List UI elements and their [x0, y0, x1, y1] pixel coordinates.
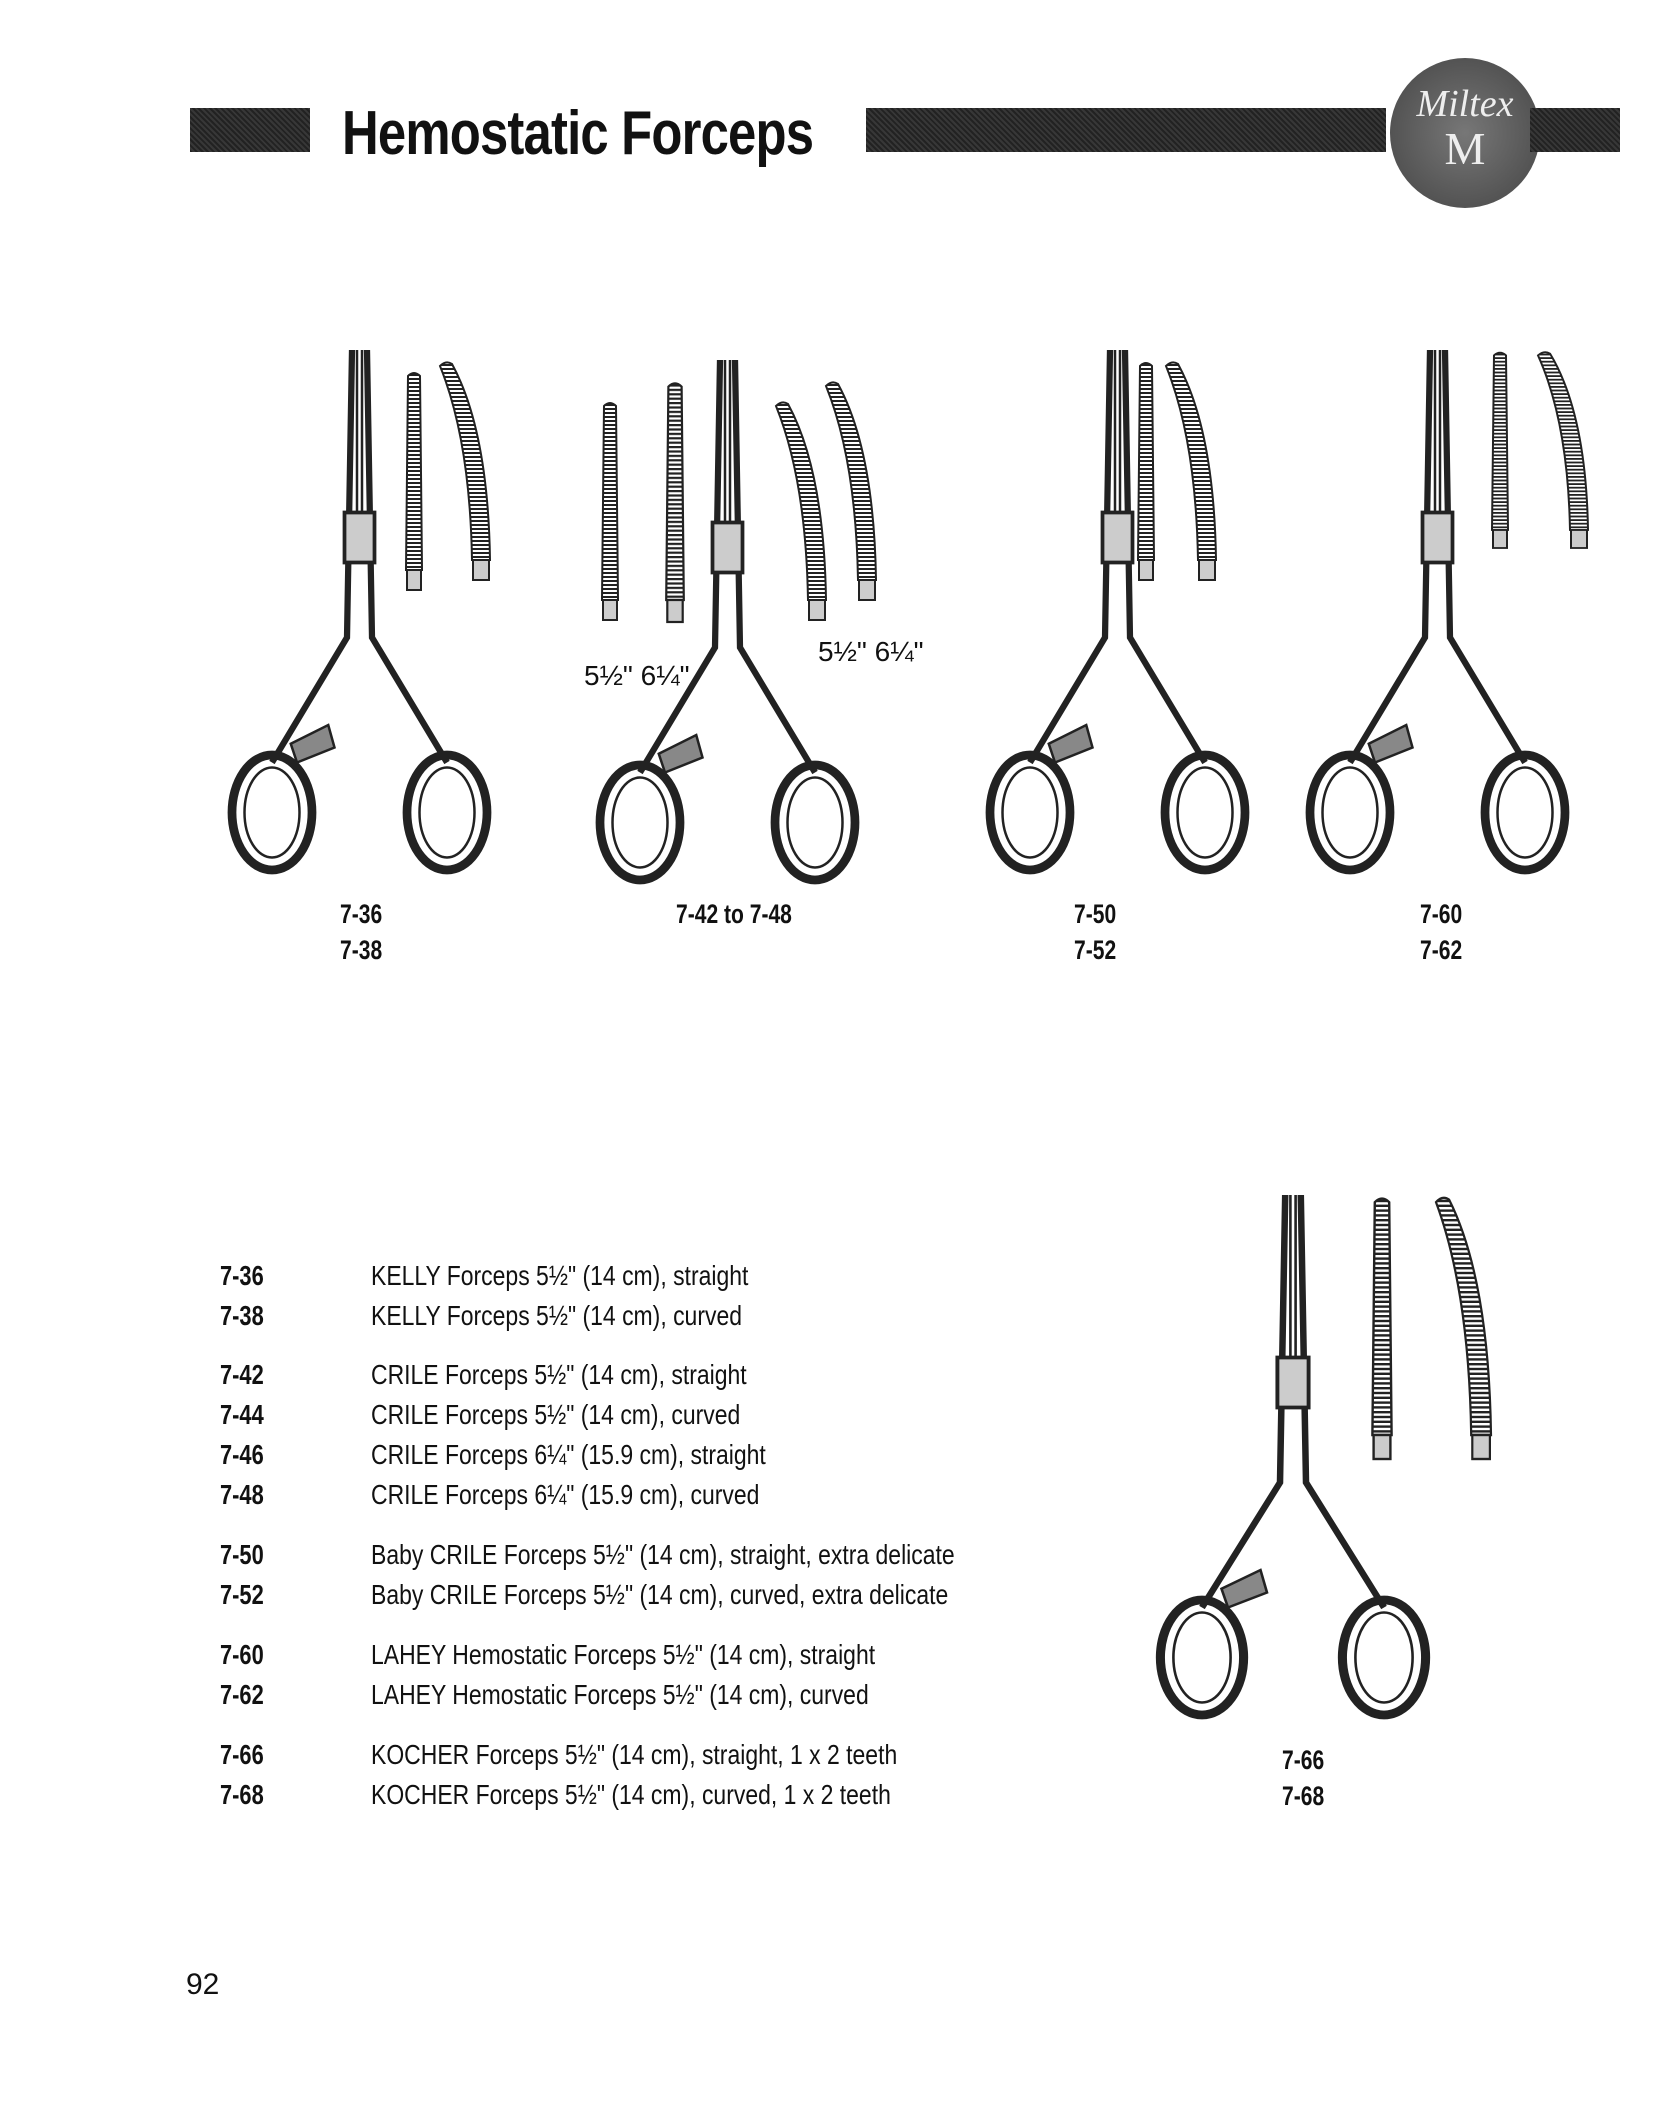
catalog-code: 7-52: [220, 1579, 264, 1610]
catalog-description: KELLY Forceps 5½" (14 cm), curved: [371, 1300, 742, 1331]
page-title: Hemostatic Forceps: [342, 99, 814, 168]
catalog-description: KOCHER Forceps 5½" (14 cm), curved, 1 x …: [371, 1779, 891, 1810]
catalog-code: 7-44: [220, 1399, 264, 1430]
catalog-description: CRILE Forceps 6¼" (15.9 cm), straight: [371, 1439, 766, 1470]
catalog-code: 7-48: [220, 1479, 264, 1510]
figure-label: 7-50: [1074, 899, 1117, 929]
catalog-code: 7-42: [220, 1359, 264, 1390]
catalog-description: CRILE Forceps 5½" (14 cm), straight: [371, 1359, 747, 1390]
header-bar-right: [1530, 108, 1620, 152]
figure-label: 7-62: [1420, 935, 1463, 965]
catalog-description: LAHEY Hemostatic Forceps 5½" (14 cm), st…: [371, 1639, 876, 1670]
catalog-description: Baby CRILE Forceps 5½" (14 cm), straight…: [371, 1539, 955, 1570]
catalog-description: KELLY Forceps 5½" (14 cm), straight: [371, 1260, 749, 1291]
catalog-code: 7-62: [220, 1679, 264, 1710]
catalog-description: Baby CRILE Forceps 5½" (14 cm), curved, …: [371, 1579, 949, 1610]
catalog-description: KOCHER Forceps 5½" (14 cm), straight, 1 …: [371, 1739, 898, 1770]
header-bar-middle: [866, 108, 1386, 152]
lahey-forceps-illustration: [1300, 350, 1589, 890]
catalog-code: 7-38: [220, 1300, 264, 1331]
figure-label: 7-38: [340, 935, 383, 965]
catalog-code: 7-66: [220, 1739, 264, 1770]
header-bar-left: [190, 108, 310, 152]
figure-label: 7-66: [1282, 1745, 1325, 1775]
figure-label: 7-52: [1074, 935, 1117, 965]
catalog-code: 7-68: [220, 1779, 264, 1810]
kelly-forceps-illustration: [222, 350, 542, 890]
catalog-description: LAHEY Hemostatic Forceps 5½" (14 cm), cu…: [371, 1679, 869, 1710]
figure-label: 7-42 to 7-48: [676, 899, 792, 929]
figure-label: 7-36: [340, 899, 383, 929]
page-number: 92: [186, 1968, 220, 2001]
baby-crile-forceps-illustration: [980, 350, 1280, 890]
kocher-forceps-illustration: [1150, 1195, 1493, 1735]
catalog-description: CRILE Forceps 5½" (14 cm), curved: [371, 1399, 741, 1430]
catalog-code: 7-36: [220, 1260, 264, 1291]
catalog-code: 7-60: [220, 1639, 264, 1670]
figure-label: 7-60: [1420, 899, 1463, 929]
crile-forceps-illustration: [590, 360, 877, 890]
size-label-curved: 5½" 6¼": [818, 636, 924, 667]
figure-label: 7-68: [1282, 1781, 1325, 1811]
size-label-straight: 5½" 6¼": [584, 660, 690, 691]
catalog-code: 7-46: [220, 1439, 264, 1470]
catalog-description: CRILE Forceps 6¼" (15.9 cm), curved: [371, 1479, 760, 1510]
catalog-code: 7-50: [220, 1539, 264, 1570]
